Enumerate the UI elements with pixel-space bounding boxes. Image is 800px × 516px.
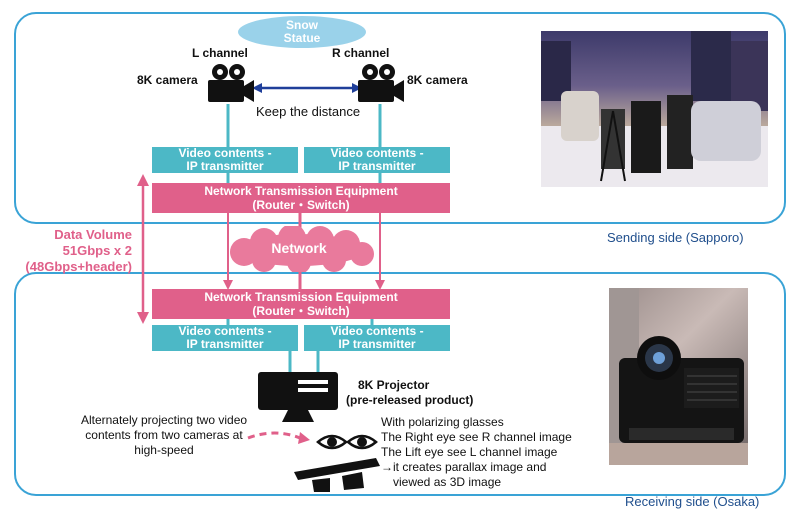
3d-glasses-icon <box>294 458 380 492</box>
eye-icon <box>346 434 378 450</box>
camera-label-right: 8K camera <box>407 73 468 87</box>
sapporo-photo <box>541 31 768 187</box>
projector-icon <box>258 372 338 422</box>
network-label: Network <box>271 240 327 256</box>
network-equipment-sending: Network Transmission Equipment (Router・S… <box>152 183 450 213</box>
alternately-text: Alternately projecting two video content… <box>80 413 248 457</box>
transmitter-box-sending-l: Video contents - IP transmitter <box>152 147 298 173</box>
polarizing-text: With polarizing glasses The Right eye se… <box>381 415 572 489</box>
snow-statue-line1: Snow <box>286 18 318 32</box>
transmitter-box-sending-r: Video contents - IP transmitter <box>304 147 450 173</box>
camera-label-left: 8K camera <box>137 73 198 87</box>
video-camera-icon <box>358 64 404 102</box>
transmitter-box-receiving-r: Video contents - IP transmitter <box>304 325 450 351</box>
osaka-photo <box>609 288 748 465</box>
r-channel-label: R channel <box>332 46 390 60</box>
receiving-side-label: Receiving side (Osaka) <box>625 494 760 509</box>
transmitter-box-receiving-l: Video contents - IP transmitter <box>152 325 298 351</box>
sending-side-label: Sending side (Sapporo) <box>607 230 744 245</box>
snow-statue: Snow Statue <box>238 16 366 48</box>
snow-statue-line2: Statue <box>283 31 321 45</box>
network-equipment-receiving: Network Transmission Equipment (Router・S… <box>152 289 450 319</box>
projector-label: 8K Projector (pre-released product) <box>346 378 474 407</box>
video-camera-icon <box>208 64 254 102</box>
cloud-icon <box>230 226 374 272</box>
data-volume-label: Data Volume 51Gbps x 2 (48Gbps+header) <box>25 227 132 274</box>
l-channel-label: L channel <box>192 46 248 60</box>
keep-distance-label: Keep the distance <box>256 104 361 119</box>
eye-icon <box>316 434 348 450</box>
